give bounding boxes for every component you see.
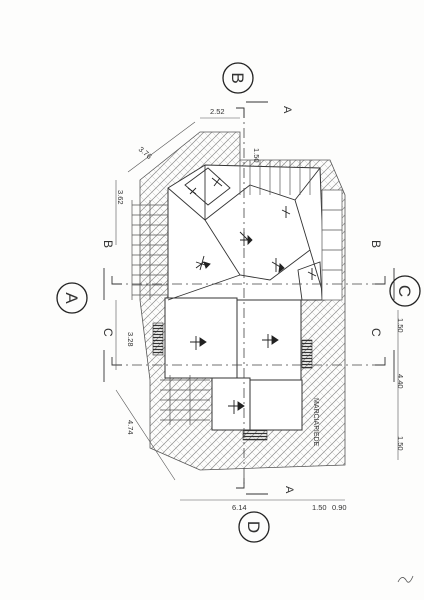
dim-small-1-50: 1.50 — [252, 148, 261, 163]
svg-text:C: C — [395, 285, 414, 297]
pergola-slats-top — [239, 160, 311, 195]
view-marker-d: D — [238, 511, 270, 543]
signature-mark — [397, 575, 414, 583]
dim-diag-3-76: 3.76 — [137, 145, 154, 161]
view-marker-b: B — [222, 62, 254, 94]
svg-text:A: A — [62, 292, 81, 304]
dim-right-4-40: 4.40 — [396, 374, 405, 389]
section-label-c-left: C — [101, 328, 115, 337]
section-arrows — [103, 101, 395, 495]
dim-bottom-0-90: 0.90 — [332, 503, 347, 512]
dim-mid-3-28: 3.28 — [126, 332, 135, 347]
slope-arrows — [187, 177, 317, 414]
section-label-a-top: A — [281, 106, 293, 114]
section-label-a-bottom: A — [283, 486, 295, 494]
right-roof-strip — [321, 189, 343, 301]
dim-bottom-6-14: 6.14 — [232, 503, 247, 512]
dim-bottom-1-50: 1.50 — [312, 503, 327, 512]
view-marker-c: C — [389, 275, 421, 307]
view-marker-a: A — [56, 282, 88, 314]
dimension-lines — [115, 117, 399, 501]
dim-left-3-62: 3.62 — [116, 190, 125, 205]
pergola-slats-bottom — [160, 375, 210, 425]
svg-text:B: B — [228, 72, 247, 83]
section-label-c-right: C — [369, 328, 383, 337]
dim-left-4-74: 4.74 — [126, 420, 135, 435]
dim-right-1-50-bottom: 1.50 — [396, 436, 405, 451]
stair-block-right — [301, 339, 313, 369]
dim-right-1-50-top: 1.50 — [396, 318, 405, 333]
stair-block-left — [152, 322, 164, 356]
svg-text:D: D — [244, 521, 263, 533]
marciapiede-label: MARCIAPIEDE — [312, 398, 319, 447]
section-label-b-right: B — [369, 240, 383, 248]
section-label-b-left: B — [101, 240, 115, 248]
dim-top-2-52: 2.52 — [210, 107, 225, 116]
stair-block-bottom — [242, 429, 268, 441]
pergola-slats-left — [131, 200, 168, 300]
